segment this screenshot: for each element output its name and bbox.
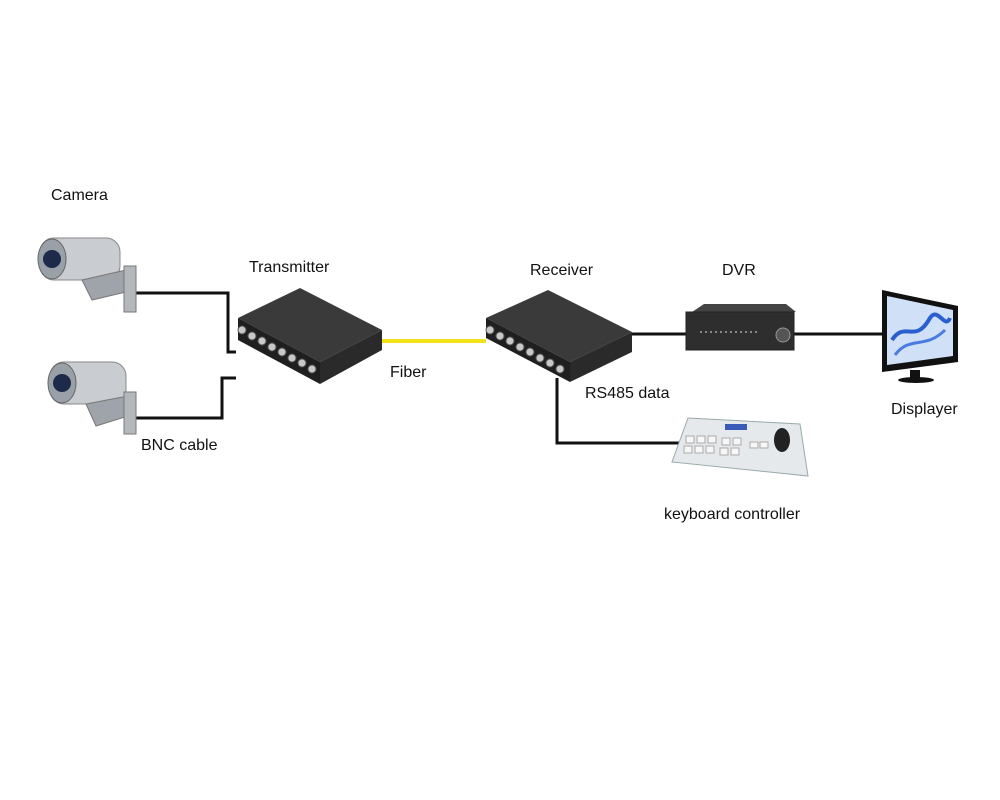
camera-top — [37, 237, 137, 313]
displayer-label: Displayer — [891, 401, 958, 418]
camera-label: Camera — [51, 187, 108, 204]
receiver-label: Receiver — [530, 262, 594, 279]
rs485-label: RS485 data — [585, 385, 670, 402]
rs485-cable — [555, 378, 680, 445]
keyboard-controller-label: keyboard controller — [664, 506, 801, 523]
bnc-cable-label: BNC cable — [141, 437, 218, 454]
keyboard-controller-device — [671, 417, 809, 477]
camera-bottom — [47, 361, 137, 435]
transmitter-label: Transmitter — [249, 259, 330, 276]
bnc-cable-bottom — [136, 376, 236, 420]
bnc-cable-top — [136, 291, 236, 354]
transmitter-device — [237, 288, 382, 384]
fiber-label: Fiber — [390, 364, 427, 381]
displayer-device — [882, 290, 958, 383]
receiver-device — [485, 290, 632, 382]
dvr-device — [685, 304, 796, 351]
dvr-label: DVR — [722, 262, 756, 279]
